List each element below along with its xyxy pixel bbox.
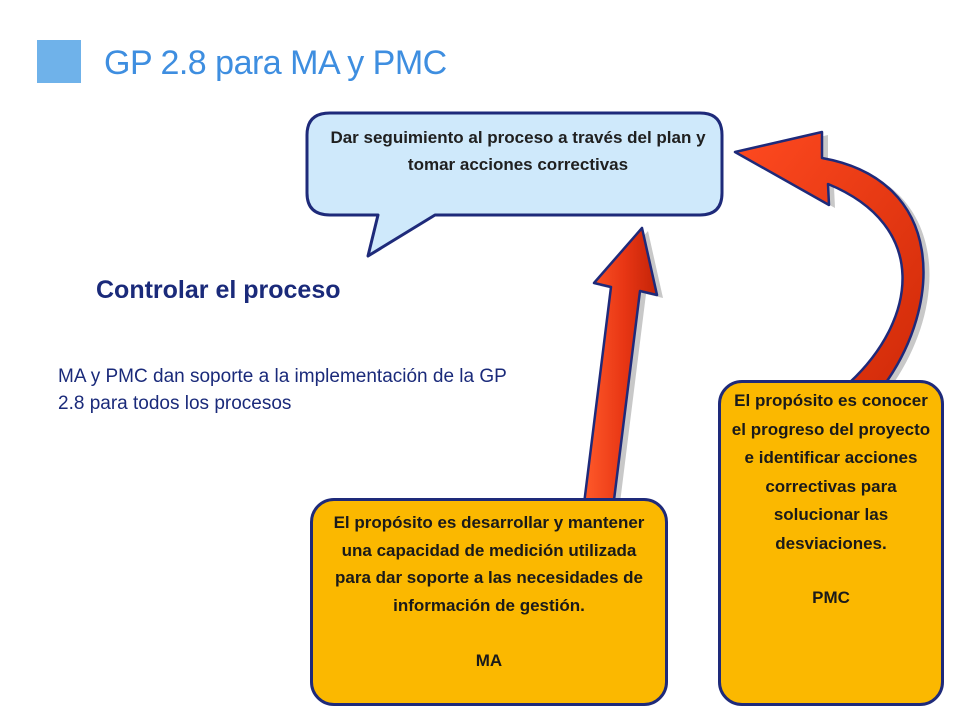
- callout-text: Dar seguimiento al proceso a través del …: [330, 128, 706, 174]
- description-text: MA y PMC dan soporte a la implementación…: [58, 366, 507, 414]
- pmc-box-label: PMC: [812, 588, 850, 607]
- page-title: GP 2.8 para MA y PMC: [104, 44, 447, 82]
- title-square-decoration: [37, 40, 81, 83]
- ma-box: El propósito es desarrollar y mantener u…: [310, 498, 668, 706]
- pmc-arrow: [733, 130, 930, 391]
- pmc-box-text: El propósito es conocer el progreso del …: [731, 391, 931, 553]
- ma-arrow: [582, 226, 663, 511]
- callout-bubble: [305, 111, 724, 258]
- ma-box-text: El propósito es desarrollar y mantener u…: [333, 513, 645, 615]
- pmc-box: El propósito es conocer el progreso del …: [718, 380, 944, 706]
- ma-box-label: MA: [475, 651, 503, 670]
- section-heading: Controlar el proceso: [96, 276, 341, 304]
